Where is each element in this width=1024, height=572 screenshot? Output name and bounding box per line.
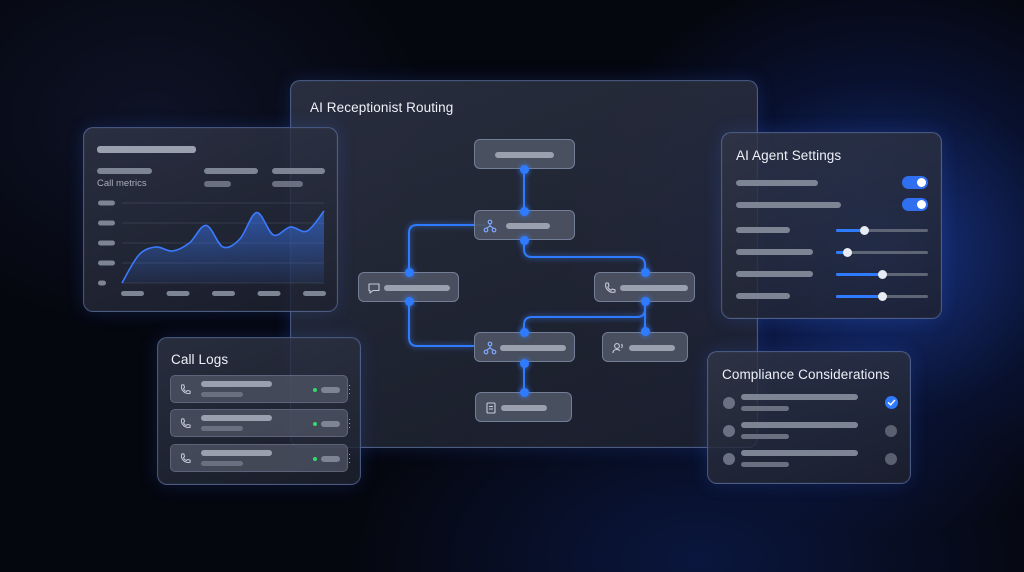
metrics-stat-bar: [272, 168, 325, 174]
routing-node-document[interactable]: [475, 392, 572, 422]
setting-slider[interactable]: [836, 270, 928, 279]
compliance-title: Compliance Considerations: [722, 367, 890, 382]
call-log-row[interactable]: ···: [170, 444, 351, 472]
routing-panel-title: AI Receptionist Routing: [310, 100, 454, 115]
compliance-item-bullet: [723, 453, 735, 465]
status-dot: [313, 422, 317, 426]
slider-handle[interactable]: [843, 248, 853, 257]
call-logs-panel: Call Logs ··· ··· ···: [157, 337, 361, 485]
y-tick-label: [98, 220, 115, 226]
phone-icon: [180, 384, 191, 395]
connector-dot: [520, 328, 529, 337]
call-logs-title: Call Logs: [171, 352, 229, 367]
slider-fill: [836, 273, 882, 276]
setting-label: [736, 180, 818, 186]
routing-icon: [483, 341, 497, 355]
connector-dot: [520, 236, 529, 245]
compliance-item-sub: [741, 434, 789, 439]
x-tick-label: [121, 291, 144, 296]
compliance-item-label: [741, 422, 858, 428]
metrics-sub-bar: [97, 168, 152, 174]
connector-split-to-chat: [408, 224, 486, 273]
compliance-item-bullet: [723, 397, 735, 409]
slider-handle[interactable]: [878, 292, 887, 301]
connector-chat-to-merge: [408, 301, 474, 347]
x-tick-label: [257, 291, 281, 296]
setting-label: [736, 293, 790, 299]
unchecked-circle-icon[interactable]: [885, 453, 897, 465]
routing-panel: AI Receptionist Routing: [290, 80, 758, 448]
x-tick-label: [303, 291, 326, 296]
slider-fill: [836, 229, 864, 232]
y-tick-label: [98, 280, 106, 286]
status-dot: [313, 388, 317, 392]
metrics-stat-bar: [204, 181, 231, 187]
connector-dot: [641, 327, 650, 336]
y-tick-label: [98, 260, 115, 266]
kebab-menu-icon[interactable]: ···: [348, 414, 351, 432]
agent-settings-panel: AI Agent Settings: [721, 132, 942, 319]
kebab-menu-icon[interactable]: ···: [348, 380, 351, 398]
metrics-chart: [98, 200, 326, 296]
metrics-stat-bar: [272, 181, 303, 187]
status-dot: [313, 457, 317, 461]
setting-toggle[interactable]: [902, 176, 928, 189]
slider-fill: [836, 295, 882, 298]
agent-settings-title: AI Agent Settings: [736, 148, 842, 163]
slider-handle[interactable]: [878, 270, 887, 279]
compliance-item-sub: [741, 406, 789, 411]
phone-icon: [180, 453, 191, 464]
connector-phone-to-merge: [523, 301, 646, 333]
kebab-menu-icon[interactable]: ···: [348, 449, 351, 467]
routing-node-start[interactable]: [474, 139, 575, 169]
connector-dot: [520, 359, 529, 368]
x-tick-label: [166, 291, 190, 296]
slider-fill: [836, 251, 848, 254]
connector-dot: [405, 297, 414, 306]
metrics-header-bar: [97, 146, 196, 153]
call-log-row[interactable]: ···: [170, 375, 351, 403]
check-circle-icon[interactable]: [885, 396, 898, 409]
unchecked-circle-icon[interactable]: [885, 425, 897, 437]
call-log-row[interactable]: ···: [170, 409, 351, 437]
setting-slider[interactable]: [836, 292, 928, 301]
chart-series-line: [121, 210, 325, 284]
chat-icon: [368, 283, 380, 294]
compliance-item-sub: [741, 462, 789, 467]
compliance-panel: Compliance Considerations: [707, 351, 911, 484]
setting-toggle[interactable]: [902, 198, 928, 211]
compliance-item-label: [741, 450, 858, 456]
setting-slider[interactable]: [836, 226, 928, 235]
routing-icon: [483, 219, 497, 233]
compliance-item-label: [741, 394, 858, 400]
slider-handle[interactable]: [859, 226, 869, 235]
setting-slider[interactable]: [836, 248, 928, 257]
connector-dot: [641, 268, 650, 277]
connector-dot: [520, 165, 529, 174]
phone-icon: [605, 282, 616, 293]
x-tick-label: [212, 291, 235, 296]
document-icon: [486, 402, 496, 414]
y-tick-label: [98, 240, 115, 246]
metrics-panel: Call metrics: [83, 127, 338, 312]
connector-dot: [405, 268, 414, 277]
y-tick-label: [98, 200, 115, 206]
metrics-label: Call metrics: [97, 178, 147, 189]
metrics-stat-bar: [204, 168, 258, 174]
connector-split-to-phone: [523, 239, 646, 273]
setting-label: [736, 271, 813, 277]
connector-dot: [641, 297, 650, 306]
user-voice-icon: [612, 343, 623, 354]
phone-icon: [180, 418, 191, 429]
setting-label: [736, 227, 790, 233]
setting-label: [736, 249, 813, 255]
connector-dot: [520, 207, 529, 216]
compliance-item-bullet: [723, 425, 735, 437]
routing-node-user[interactable]: [602, 332, 688, 362]
connector-dot: [520, 388, 529, 397]
setting-label: [736, 202, 841, 208]
